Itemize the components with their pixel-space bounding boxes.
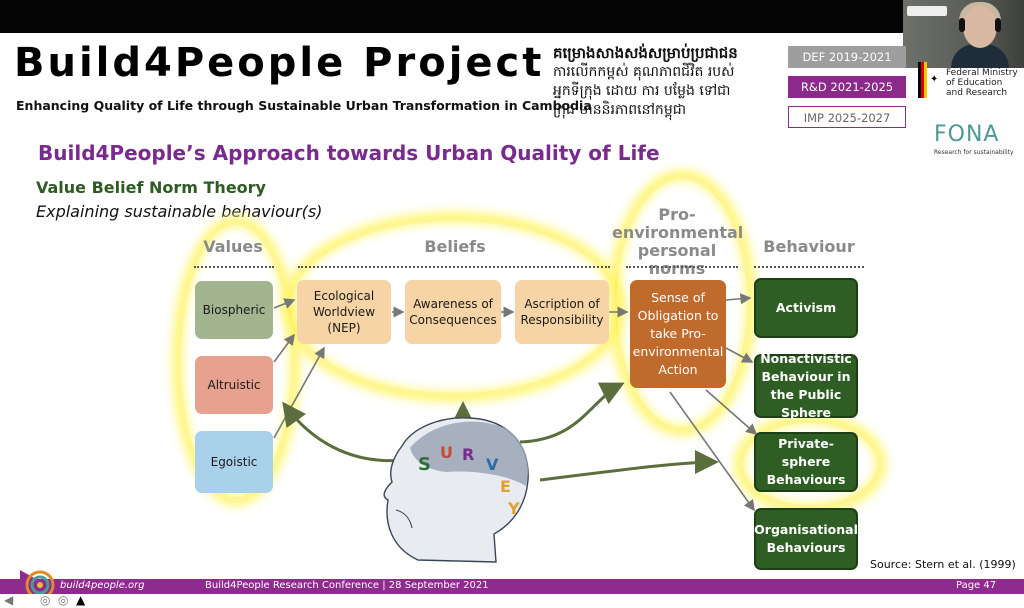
belief-awareness-of-consequences: Awareness of Consequences <box>405 280 501 344</box>
theory-title: Value Belief Norm Theory <box>36 178 266 197</box>
private-sphere-highlight <box>740 420 880 508</box>
norms-divider <box>626 266 738 268</box>
ministry-line-3: and Research <box>946 88 1008 98</box>
khmer-line-3: អ្នកទីក្រុង ដោយ ការ បម្លែង ទៅជា <box>553 83 731 99</box>
khmer-line-1: គម្រោងសាងសង់សម្រាប់ប្រជាជន <box>553 44 738 62</box>
headset-left-icon <box>959 18 965 32</box>
source-citation: Source: Stern et al. (1999) <box>870 558 1016 571</box>
behaviour-column-header: Behaviour <box>763 237 855 256</box>
values-divider <box>194 266 274 268</box>
top-black-bar <box>0 0 1024 33</box>
fona-tagline: Research for sustainability <box>934 149 1014 156</box>
flag-red-stripe <box>921 62 924 98</box>
values-column-header: Values <box>203 237 263 256</box>
belief-ecological-worldview: Ecological Worldview (NEP) <box>297 280 391 344</box>
svg-text:E: E <box>500 477 511 496</box>
head-illustration: S U R V E Y <box>383 417 529 563</box>
behaviour-divider <box>754 266 864 268</box>
flag-gold-stripe <box>924 62 927 98</box>
behaviour-private-sphere: Private-sphere Behaviours <box>754 432 858 492</box>
flag-black-stripe <box>918 62 921 98</box>
norms-column-header-3: personal norms <box>637 241 717 278</box>
eagle-icon: ✦ <box>930 74 939 85</box>
svg-text:U: U <box>440 443 453 462</box>
phase-rnd: R&D 2021-2025 <box>788 76 906 98</box>
svg-text:V: V <box>486 455 499 474</box>
fona-logo: FONA <box>934 122 1000 147</box>
value-egoistic: Egoistic <box>195 431 273 493</box>
headset-right-icon <box>995 18 1001 32</box>
more-options-icon[interactable]: ◎ <box>58 593 69 607</box>
footer-website: build4people.org <box>60 580 145 591</box>
video-person-body <box>951 44 1009 68</box>
project-title: Build4People Project <box>14 40 545 86</box>
behaviour-activism: Activism <box>754 278 858 338</box>
norm-sense-of-obligation: Sense of Obligation to take Pro-environm… <box>630 280 726 388</box>
khmer-title: គម្រោងសាងសង់សម្រាប់ប្រជាជន ការលើកកម្ពស់ … <box>553 44 778 120</box>
phase-imp: IMP 2025-2027 <box>788 106 906 128</box>
pen-tool-icon[interactable]: ◎ <box>40 593 51 607</box>
footer-page-number: Page 47 <box>956 580 997 591</box>
ministry-line-1: Federal Ministry <box>946 68 1018 78</box>
ministry-name: Federal Ministry of Education and Resear… <box>946 68 1018 98</box>
presentation-controls-bar <box>0 594 1024 608</box>
bmbf-logo: ✦ <box>918 62 938 98</box>
value-altruistic: Altruistic <box>195 356 273 414</box>
participant-video-thumbnail[interactable] <box>903 0 1024 68</box>
values-highlight <box>178 222 294 500</box>
theory-subtitle: Explaining sustainable behaviour(s) <box>36 202 323 221</box>
footer-conference: Build4People Research Conference | 28 Se… <box>205 580 489 591</box>
video-logo-strip <box>907 6 947 16</box>
khmer-line-2: ការលើកកម្ពស់ គុណភាពជីវិត របស់ <box>553 64 735 80</box>
ministry-line-2: of Education <box>946 78 1003 88</box>
project-subtitle: Enhancing Quality of Life through Sustai… <box>16 98 592 113</box>
previous-slide-icon[interactable]: ◀ <box>4 593 14 607</box>
beliefs-column-header: Beliefs <box>424 237 486 256</box>
beliefs-divider <box>298 266 610 268</box>
pointer-cursor-icon[interactable]: ▲ <box>76 593 86 607</box>
norms-column-header-1: Pro- <box>658 205 696 224</box>
svg-text:S: S <box>418 454 431 475</box>
belief-ascription-of-responsibility: Ascription of Responsibility <box>515 280 609 344</box>
svg-text:Y: Y <box>507 499 520 518</box>
behaviour-nonactivistic: Nonactivistic Behaviour in the Public Sp… <box>754 351 858 420</box>
slide-footer: build4people.org Build4People Research C… <box>0 579 1024 594</box>
phase-def: DEF 2019-2021 <box>788 46 906 68</box>
slide-heading: Build4People’s Approach towards Urban Qu… <box>38 141 660 165</box>
svg-text:R: R <box>462 445 474 464</box>
norms-column-header-2: environmental <box>612 223 744 242</box>
behaviour-organisational: Organisational Behaviours <box>754 508 858 570</box>
video-person-face <box>963 6 997 48</box>
value-biospheric: Biospheric <box>195 281 273 339</box>
khmer-line-4: ក្រុង មាននិរភាពនៅកម្ពុជា <box>553 102 687 118</box>
